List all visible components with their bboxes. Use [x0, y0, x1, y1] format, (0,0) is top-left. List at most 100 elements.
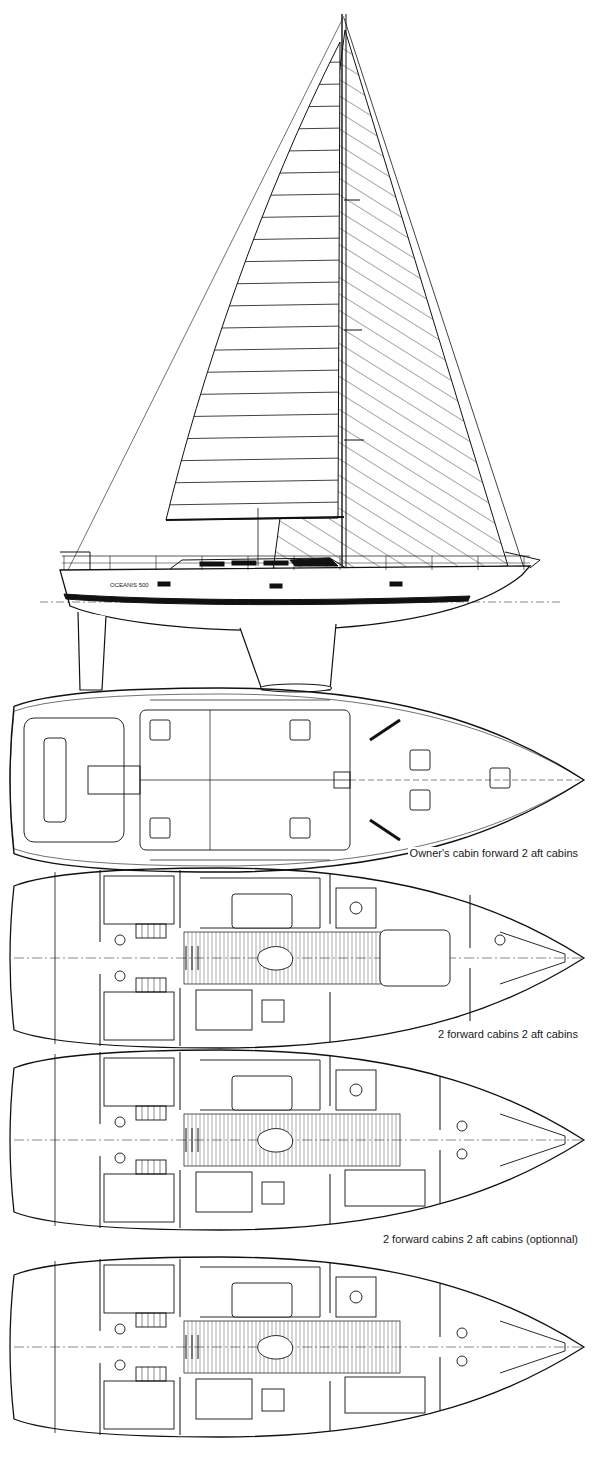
hull-outline	[10, 868, 584, 1048]
line-stroke	[148, 1313, 149, 1327]
line-stroke	[320, 932, 321, 984]
line-stroke	[244, 932, 245, 984]
line-stroke	[208, 1114, 209, 1166]
line-stroke	[356, 1114, 357, 1166]
toilet	[115, 971, 125, 981]
line-stroke	[340, 932, 341, 984]
line-stroke	[64, 556, 65, 570]
line-stroke	[188, 1321, 189, 1373]
line-stroke	[248, 556, 249, 570]
line-stroke	[198, 1335, 199, 1359]
line-stroke	[344, 330, 362, 331]
line-stroke	[204, 1321, 205, 1373]
line-stroke	[224, 1321, 225, 1373]
line-stroke	[208, 932, 209, 984]
hull-profile	[60, 566, 530, 630]
line-stroke	[236, 932, 237, 984]
line-stroke	[216, 932, 217, 984]
line-stroke	[328, 1321, 329, 1373]
line-stroke	[160, 978, 161, 992]
line-stroke	[320, 1114, 321, 1166]
line-stroke	[192, 1321, 193, 1373]
v-berth	[500, 1321, 565, 1373]
shower-grid	[136, 1367, 166, 1381]
line-stroke	[440, 1284, 441, 1337]
line-stroke	[344, 1321, 345, 1373]
galley	[196, 990, 252, 1030]
line-stroke	[396, 1321, 397, 1373]
line-stroke	[236, 1321, 237, 1373]
line-stroke	[200, 1321, 201, 1373]
layout-caption: 2 forward cabins 2 aft cabins	[436, 1028, 580, 1041]
line-stroke	[186, 1128, 187, 1152]
line-stroke	[328, 932, 329, 984]
berth	[345, 1377, 425, 1413]
line-stroke	[142, 1106, 143, 1120]
line-stroke	[240, 1114, 241, 1166]
galley	[196, 1379, 252, 1419]
shower-grid	[136, 1313, 166, 1327]
line-stroke	[220, 1114, 221, 1166]
line-stroke	[14, 958, 584, 959]
settee	[200, 1267, 320, 1317]
line-stroke	[248, 1114, 249, 1166]
line-stroke	[198, 946, 199, 970]
line-stroke	[160, 458, 345, 461]
line-stroke	[188, 932, 189, 984]
line-stroke	[160, 1160, 161, 1174]
line-stroke	[328, 1114, 329, 1166]
window	[200, 562, 224, 566]
toilet	[350, 902, 362, 914]
line-stroke	[341, 14, 342, 572]
line-stroke	[160, 370, 345, 373]
deck-outline	[10, 688, 584, 872]
line-stroke	[296, 1114, 297, 1166]
line-stroke	[336, 932, 337, 984]
saloon-table	[232, 894, 292, 928]
toilet	[115, 1324, 125, 1334]
line-stroke	[252, 932, 253, 984]
shower-grid	[136, 1160, 166, 1174]
line-stroke	[160, 924, 161, 938]
berth	[104, 876, 174, 924]
toilet	[115, 1360, 125, 1370]
line-stroke	[316, 1114, 317, 1166]
line-stroke	[160, 128, 345, 131]
line-stroke	[368, 932, 369, 984]
shower-grid	[136, 924, 166, 938]
line-stroke	[216, 1321, 217, 1373]
line-stroke	[55, 872, 56, 1044]
line-stroke	[304, 1114, 305, 1166]
line-stroke	[228, 1114, 229, 1166]
interior-layout	[10, 1050, 584, 1230]
line-stroke	[300, 1114, 301, 1166]
line-stroke	[244, 1114, 245, 1166]
line-stroke	[192, 1114, 193, 1166]
line-stroke	[372, 1114, 373, 1166]
line-stroke	[258, 508, 259, 566]
line-stroke	[212, 932, 213, 984]
berth	[104, 1174, 174, 1222]
line-stroke	[192, 1335, 193, 1359]
hull-port	[158, 582, 170, 586]
toilet	[457, 1328, 467, 1338]
line-stroke	[330, 1056, 331, 1106]
hatch	[290, 818, 310, 838]
line-stroke	[160, 304, 345, 307]
line-stroke	[186, 946, 187, 970]
settee	[200, 878, 320, 928]
line-stroke	[344, 200, 360, 201]
line-stroke	[392, 1321, 393, 1373]
line-stroke	[380, 1321, 381, 1373]
line-stroke	[470, 968, 471, 1021]
line-stroke	[340, 1321, 341, 1373]
hatch	[290, 720, 310, 740]
cabin-sole	[184, 1114, 400, 1166]
layout-caption: 2 forward cabins 2 aft cabins (optionnal…	[381, 1233, 580, 1246]
stove	[262, 1000, 284, 1022]
line-stroke	[356, 932, 357, 984]
hatch	[410, 750, 430, 770]
toilet	[115, 935, 125, 945]
line-stroke	[440, 1077, 441, 1130]
